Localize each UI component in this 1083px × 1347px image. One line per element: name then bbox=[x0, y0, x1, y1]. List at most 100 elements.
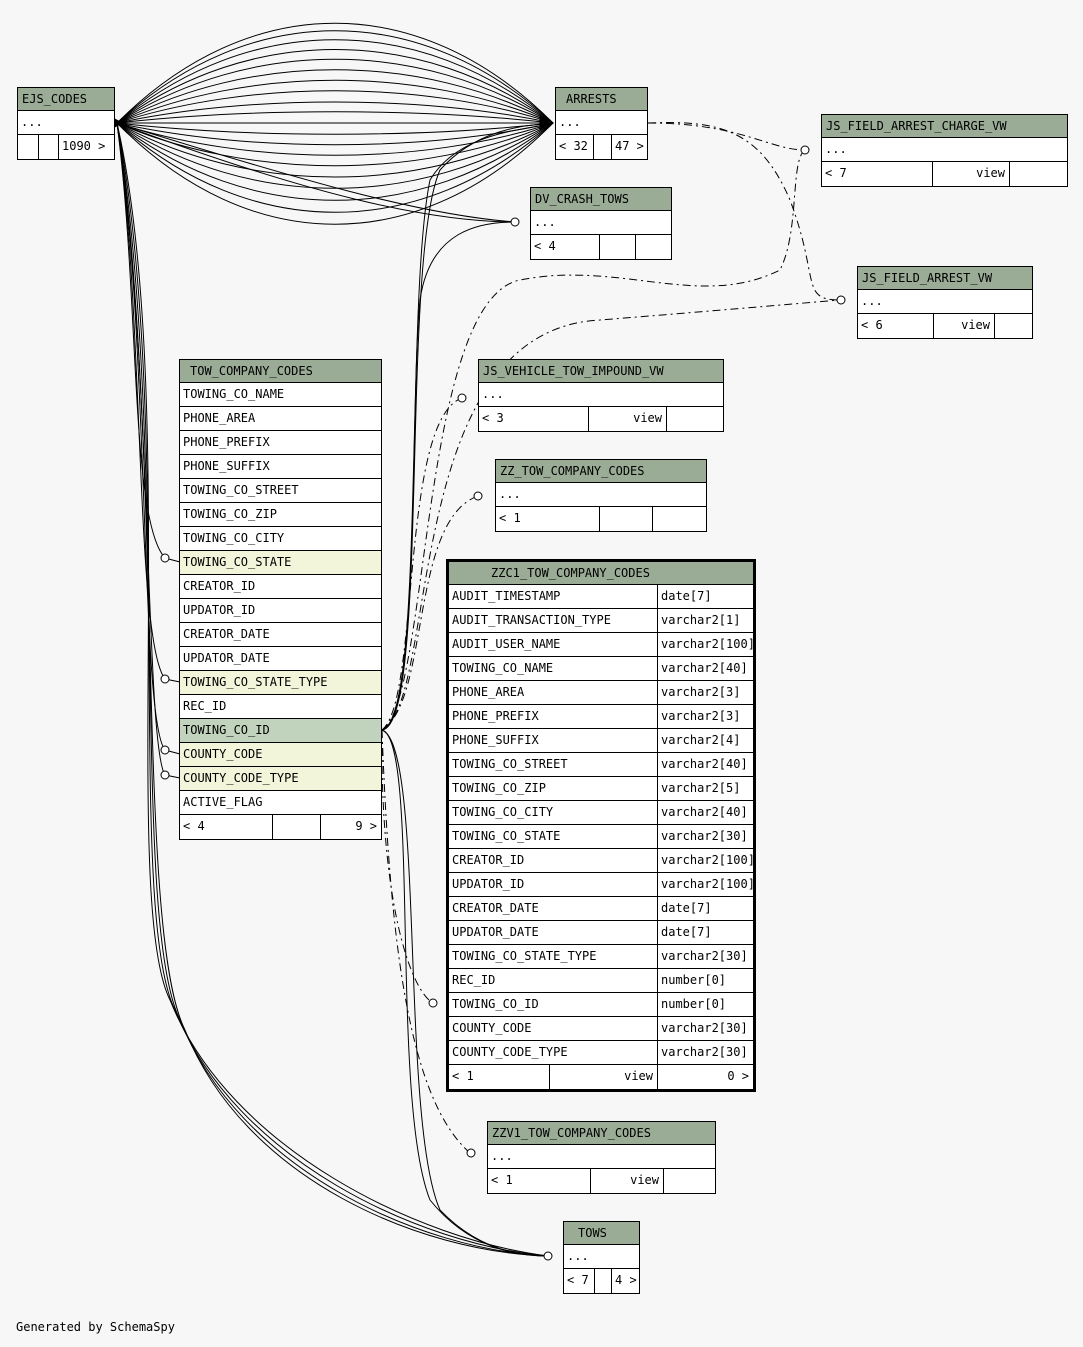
table-zzv1-tow-company-codes[interactable]: ZZV1_TOW_COMPANY_CODES ... < 1 view bbox=[487, 1121, 716, 1194]
column-row: UPDATOR_DATE bbox=[180, 647, 381, 671]
children-count: 47 > bbox=[611, 135, 647, 159]
table-js-field-arrest-vw[interactable]: JS_FIELD_ARREST_VW ... < 6 view bbox=[857, 266, 1033, 339]
table-footer: < 32 47 > bbox=[556, 135, 647, 159]
columns-ellipsis: ... bbox=[858, 290, 1032, 314]
column-row: UPDATOR_ID bbox=[180, 599, 381, 623]
table-name: ARRESTS bbox=[556, 88, 647, 111]
table-type: view bbox=[590, 1169, 663, 1193]
table-ejs-codes[interactable]: EJS_CODES ... 1090 > bbox=[17, 87, 115, 160]
columns-ellipsis: ... bbox=[556, 111, 647, 135]
children-count: 4 > bbox=[611, 1269, 639, 1293]
table-footer: < 7 view bbox=[822, 162, 1067, 186]
column-row: PHONE_SUFFIX bbox=[180, 455, 381, 479]
table-footer: < 1 view bbox=[488, 1169, 715, 1193]
column-row-foreign-key: COUNTY_CODE bbox=[180, 743, 381, 767]
column-row: ACTIVE_FLAG bbox=[180, 791, 381, 815]
table-name: EJS_CODES bbox=[18, 88, 114, 111]
parents-count: < 1 bbox=[452, 1069, 474, 1083]
table-js-field-arrest-charge-vw[interactable]: JS_FIELD_ARREST_CHARGE_VW ... < 7 view bbox=[821, 114, 1068, 187]
table-footer: < 4 bbox=[531, 235, 671, 259]
column-row: CREATOR_ID bbox=[180, 575, 381, 599]
column-row: TOWING_CO_CITY bbox=[180, 527, 381, 551]
table-name: ZZ_TOW_COMPANY_CODES bbox=[496, 460, 706, 483]
children-count: 0 > bbox=[657, 1065, 753, 1089]
columns-ellipsis: ... bbox=[564, 1245, 639, 1269]
table-type: view bbox=[549, 1065, 657, 1089]
table-type: view bbox=[932, 162, 1009, 186]
columns-ellipsis: ... bbox=[488, 1145, 715, 1169]
table-footer: < 6 view bbox=[858, 314, 1032, 338]
column-row: PHONE_PREFIX bbox=[180, 431, 381, 455]
table-name: ZZC1_TOW_COMPANY_CODES bbox=[449, 562, 753, 585]
table-footer: 1090 > bbox=[18, 135, 114, 159]
children-count: 9 > bbox=[320, 815, 381, 839]
column-row: REC_ID bbox=[180, 695, 381, 719]
parents-count: < 1 bbox=[499, 511, 521, 525]
column-row-foreign-key: TOWING_CO_STATE_TYPE bbox=[180, 671, 381, 695]
columns-ellipsis: ... bbox=[496, 483, 706, 507]
table-tows[interactable]: TOWS ... < 7 4 > bbox=[563, 1221, 640, 1294]
table-tow-company-codes[interactable]: TOW_COMPANY_CODES TOWING_CO_NAME PHONE_A… bbox=[179, 359, 382, 840]
column-row: TOWING_CO_STREET bbox=[180, 479, 381, 503]
parents-count: < 7 bbox=[825, 166, 847, 180]
parents-count: < 6 bbox=[861, 318, 883, 332]
column-row: CREATOR_DATE bbox=[180, 623, 381, 647]
generated-by-label: Generated by SchemaSpy bbox=[16, 1320, 175, 1334]
parents-count: < 4 bbox=[183, 819, 205, 833]
column-row: PHONE_AREA bbox=[180, 407, 381, 431]
columns-ellipsis: ... bbox=[18, 111, 114, 135]
parents-count: < 7 bbox=[567, 1273, 589, 1287]
parents-count: < 3 bbox=[482, 411, 504, 425]
parents-count: < 1 bbox=[491, 1173, 513, 1187]
parents-count: < 4 bbox=[534, 239, 556, 253]
table-zz-tow-company-codes[interactable]: ZZ_TOW_COMPANY_CODES ... < 1 bbox=[495, 459, 707, 532]
table-name: JS_VEHICLE_TOW_IMPOUND_VW bbox=[479, 360, 723, 383]
column-row-foreign-key: COUNTY_CODE_TYPE bbox=[180, 767, 381, 791]
table-footer: < 1 bbox=[496, 507, 706, 531]
column-row: TOWING_CO_NAME bbox=[180, 383, 381, 407]
table-type: view bbox=[933, 314, 994, 338]
children-count: 1090 > bbox=[58, 135, 114, 159]
table-footer: < 4 9 > bbox=[180, 815, 381, 839]
table-name: JS_FIELD_ARREST_VW bbox=[858, 267, 1032, 290]
table-dv-crash-tows[interactable]: DV_CRASH_TOWS ... < 4 bbox=[530, 187, 672, 260]
columns-ellipsis: ... bbox=[822, 138, 1067, 162]
table-name: TOW_COMPANY_CODES bbox=[180, 360, 381, 383]
table-type: view bbox=[588, 407, 666, 431]
table-js-vehicle-tow-impound-vw[interactable]: JS_VEHICLE_TOW_IMPOUND_VW ... < 3 view bbox=[478, 359, 724, 432]
parents-count: < 32 bbox=[559, 139, 588, 153]
table-footer: < 3 view bbox=[479, 407, 723, 431]
table-name: JS_FIELD_ARREST_CHARGE_VW bbox=[822, 115, 1067, 138]
column-row: TOWING_CO_ZIP bbox=[180, 503, 381, 527]
table-name: ZZV1_TOW_COMPANY_CODES bbox=[488, 1122, 715, 1145]
table-footer: < 7 4 > bbox=[564, 1269, 639, 1293]
column-row-foreign-key: TOWING_CO_STATE bbox=[180, 551, 381, 575]
table-footer: < 1 view 0 > bbox=[449, 1065, 753, 1089]
column-row-primary-key: TOWING_CO_ID bbox=[180, 719, 381, 743]
columns-ellipsis: ... bbox=[479, 383, 723, 407]
table-name: DV_CRASH_TOWS bbox=[531, 188, 671, 211]
table-name: TOWS bbox=[564, 1222, 639, 1245]
table-arrests[interactable]: ARRESTS ... < 32 47 > bbox=[555, 87, 648, 160]
